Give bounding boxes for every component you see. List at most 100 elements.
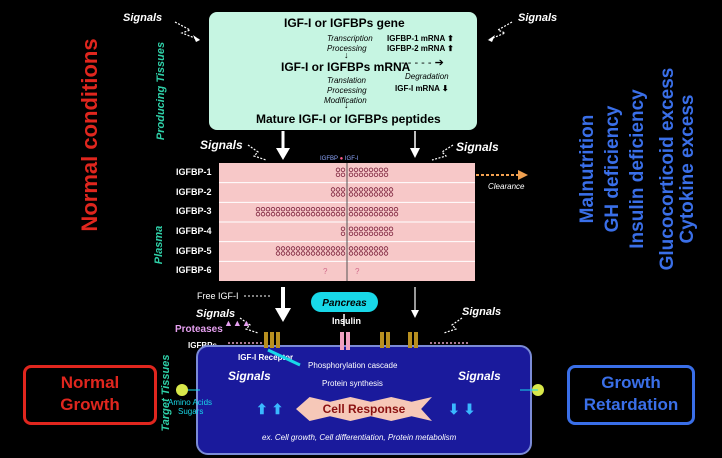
plasma-dot xyxy=(295,251,301,256)
plasma-dot xyxy=(340,226,346,232)
plasma-dot xyxy=(290,246,296,251)
signals-label-cell-right: Signals xyxy=(458,369,501,383)
plasma-dot xyxy=(280,251,286,256)
plasma-dot xyxy=(335,211,341,217)
plasma-dot xyxy=(335,192,341,197)
plasma-dot xyxy=(363,231,369,237)
plasma-dot xyxy=(368,246,374,251)
plasma-dot xyxy=(330,251,336,256)
plasma-dot xyxy=(378,172,384,178)
plasma-dot xyxy=(373,206,379,212)
peptides-title: Mature IGF-I or IGFBPs peptides xyxy=(256,112,441,126)
plasma-dot xyxy=(325,211,331,217)
growth-retardation-line2: Retardation xyxy=(583,395,679,414)
gene-title: IGF-I or IGFBPs gene xyxy=(284,16,405,30)
signals-label-cell-left: Signals xyxy=(228,369,271,383)
down-arrows: ⬇ ⬇ xyxy=(448,401,476,417)
plasma-dot xyxy=(335,172,341,178)
plasma-dot xyxy=(348,246,354,251)
plasma-dot xyxy=(363,251,369,256)
plasma-dot xyxy=(383,206,389,212)
plasma-dot xyxy=(358,167,364,173)
plasma-dot xyxy=(348,231,354,237)
plasma-dot xyxy=(353,231,359,237)
up-arrows: ⬆ ⬆ xyxy=(256,401,284,417)
plasma-dot xyxy=(315,246,321,251)
plasma-dot xyxy=(393,211,399,217)
plasma-dot xyxy=(373,167,379,173)
plasma-dot xyxy=(320,206,326,212)
clearance-label: Clearance xyxy=(488,182,525,191)
plasma-dot xyxy=(368,211,374,217)
amino-acids-label: Amino Acids xyxy=(168,398,213,407)
plasma-dot xyxy=(340,211,346,217)
plasma-dot xyxy=(300,211,306,217)
plasma-dot xyxy=(340,251,346,256)
plasma-panel: ?? xyxy=(219,163,475,281)
plasma-dot xyxy=(348,211,354,217)
plasma-dot xyxy=(383,192,389,197)
proteases-label: Proteases xyxy=(175,324,223,335)
plasma-dot xyxy=(330,187,336,192)
plasma-dot xyxy=(368,172,374,178)
plasma-dot xyxy=(315,251,321,256)
plasma-dot xyxy=(378,192,384,197)
protease-triangles: ▲▲▲ xyxy=(224,318,251,328)
plasma-dot xyxy=(275,211,281,217)
plasma-dot xyxy=(295,246,301,251)
plasma-dot xyxy=(290,206,296,212)
plasma-row-label: IGFBP-4 xyxy=(176,225,212,236)
plasma-dot xyxy=(383,211,389,217)
plasma-dot xyxy=(348,192,354,197)
plasma-dot xyxy=(378,246,384,251)
plasma-dot xyxy=(358,211,364,217)
plasma-dot xyxy=(275,251,281,256)
signals-label-mid-left: Signals xyxy=(200,138,243,152)
plasma-question-mark: ? xyxy=(323,267,328,276)
plasma-dot xyxy=(260,211,266,217)
plasma-dot xyxy=(373,211,379,217)
plasma-dot xyxy=(373,192,379,197)
plasma-dot xyxy=(300,206,306,212)
plasma-dot xyxy=(315,206,321,212)
normal-growth-box: Normal Growth xyxy=(23,365,157,425)
plasma-dot xyxy=(363,246,369,251)
arrow-down-2: ↓ xyxy=(344,100,349,110)
plasma-dot xyxy=(353,167,359,173)
cell-response-label: Cell Response xyxy=(322,402,406,416)
plasma-dot xyxy=(255,211,261,217)
plasma-dot xyxy=(358,187,364,192)
plasma-dot xyxy=(368,167,374,173)
plasma-dot xyxy=(270,211,276,217)
plasma-dot xyxy=(378,251,384,256)
plasma-dot xyxy=(383,251,389,256)
receptor-label: IGF-I Receptor xyxy=(238,353,294,362)
plasma-dot xyxy=(378,187,384,192)
plasma-dot xyxy=(358,231,364,237)
igfbp1-mrna-label: IGFBP-1 mRNA ⬆ xyxy=(387,34,454,43)
normal-growth-line1: Normal xyxy=(60,373,120,392)
processing-label-1: Processing xyxy=(327,44,367,53)
plasma-dot xyxy=(335,251,341,256)
plasma-dot xyxy=(330,192,336,197)
sugars-label: Sugars xyxy=(178,407,204,416)
plasma-dot xyxy=(378,206,384,212)
modification-label: Modification xyxy=(324,96,367,105)
insulin-label: Insulin xyxy=(332,316,361,326)
plasma-dot xyxy=(373,226,379,232)
plasma-dot xyxy=(340,167,346,173)
plasma-dot xyxy=(310,211,316,217)
plasma-dot xyxy=(373,172,379,178)
plasma-dot xyxy=(388,187,394,192)
plasma-dot xyxy=(353,206,359,212)
plasma-dot xyxy=(300,251,306,256)
plasma-dot xyxy=(280,206,286,212)
plasma-dot xyxy=(383,187,389,192)
pancreas-pill: Pancreas xyxy=(311,292,378,312)
plasma-dot xyxy=(270,206,276,212)
plasma-dot xyxy=(378,211,384,217)
plasma-dot xyxy=(363,167,369,173)
phospho-label: Phosphorylation cascade xyxy=(308,361,398,370)
